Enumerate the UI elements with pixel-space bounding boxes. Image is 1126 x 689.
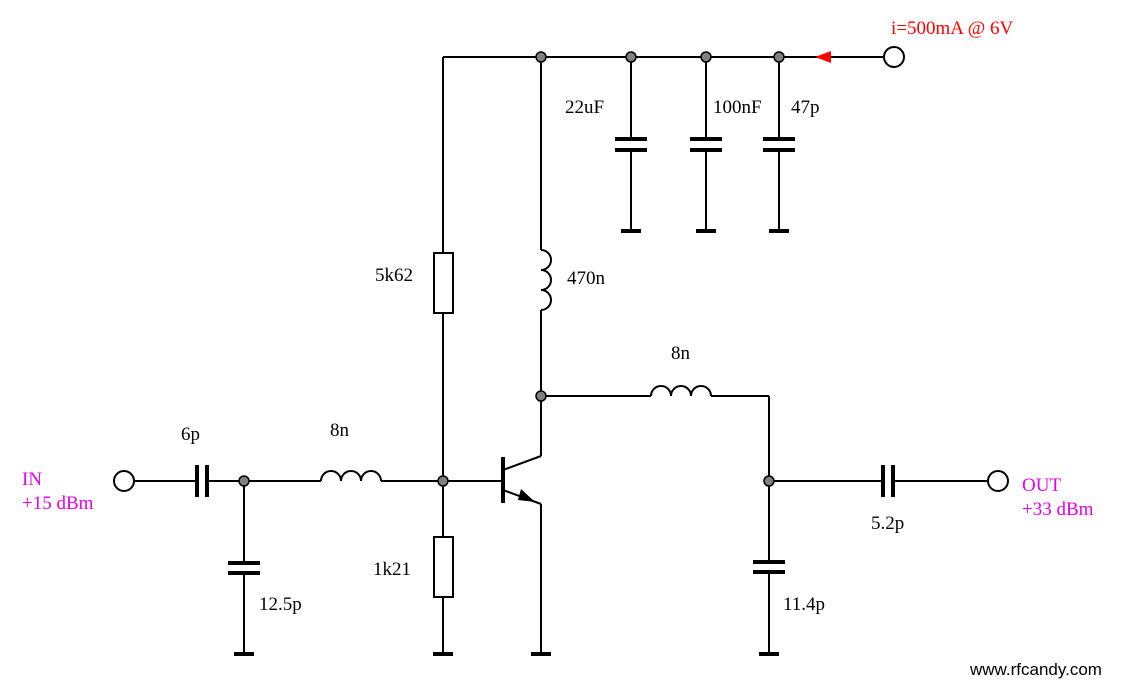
output-shunt-cap-11p4: [753, 560, 785, 656]
input-series-cap-6p: [134, 465, 321, 497]
supply-arrow-icon: [815, 51, 831, 63]
input-terminal: [113, 470, 135, 492]
in-port-label: IN: [22, 469, 42, 490]
input-inductor-8n: [320, 470, 503, 482]
l-choke-label: 470n: [567, 268, 606, 289]
l-in-label: 8n: [330, 420, 350, 441]
input-shunt-cap-12p5: [228, 481, 260, 656]
watermark: www.rfcandy.com: [969, 660, 1102, 679]
output-inductor-8n: [541, 385, 770, 562]
supply-terminal: [883, 46, 905, 68]
junction-nodes: [238, 51, 785, 487]
r-bias-bottom-label: 1k21: [373, 559, 411, 580]
supply-rail: [442, 56, 883, 253]
c-dec3-label: 47p: [791, 97, 820, 118]
out-level-label: +33 dBm: [1022, 499, 1094, 520]
c-dec2-label: 100nF: [713, 97, 762, 118]
c-in-series-label: 6p: [181, 424, 200, 445]
output-series-cap-5p2: [769, 465, 988, 497]
out-port-label: OUT: [1022, 475, 1061, 496]
l-out-label: 8n: [671, 343, 691, 364]
inductor-470n: [540, 249, 552, 396]
in-level-label: +15 dBm: [22, 493, 94, 514]
bjt-transistor: [501, 396, 551, 656]
c-dec1-label: 22uF: [565, 97, 604, 118]
resistor-5k62: [433, 252, 454, 537]
resistor-1k21: [433, 536, 454, 656]
supply-label: i=500mA @ 6V: [891, 18, 1013, 39]
output-terminal: [987, 470, 1009, 492]
c-out-shunt-label: 11.4p: [783, 594, 825, 615]
c-out-series-label: 5.2p: [871, 513, 904, 534]
decoupling-cap-100nf: [690, 57, 722, 233]
decoupling-cap-22uf: [615, 57, 647, 233]
decoupling-cap-47p: [763, 57, 795, 233]
c-in-shunt-label: 12.5p: [259, 594, 302, 615]
r-bias-top-label: 5k62: [375, 265, 413, 286]
